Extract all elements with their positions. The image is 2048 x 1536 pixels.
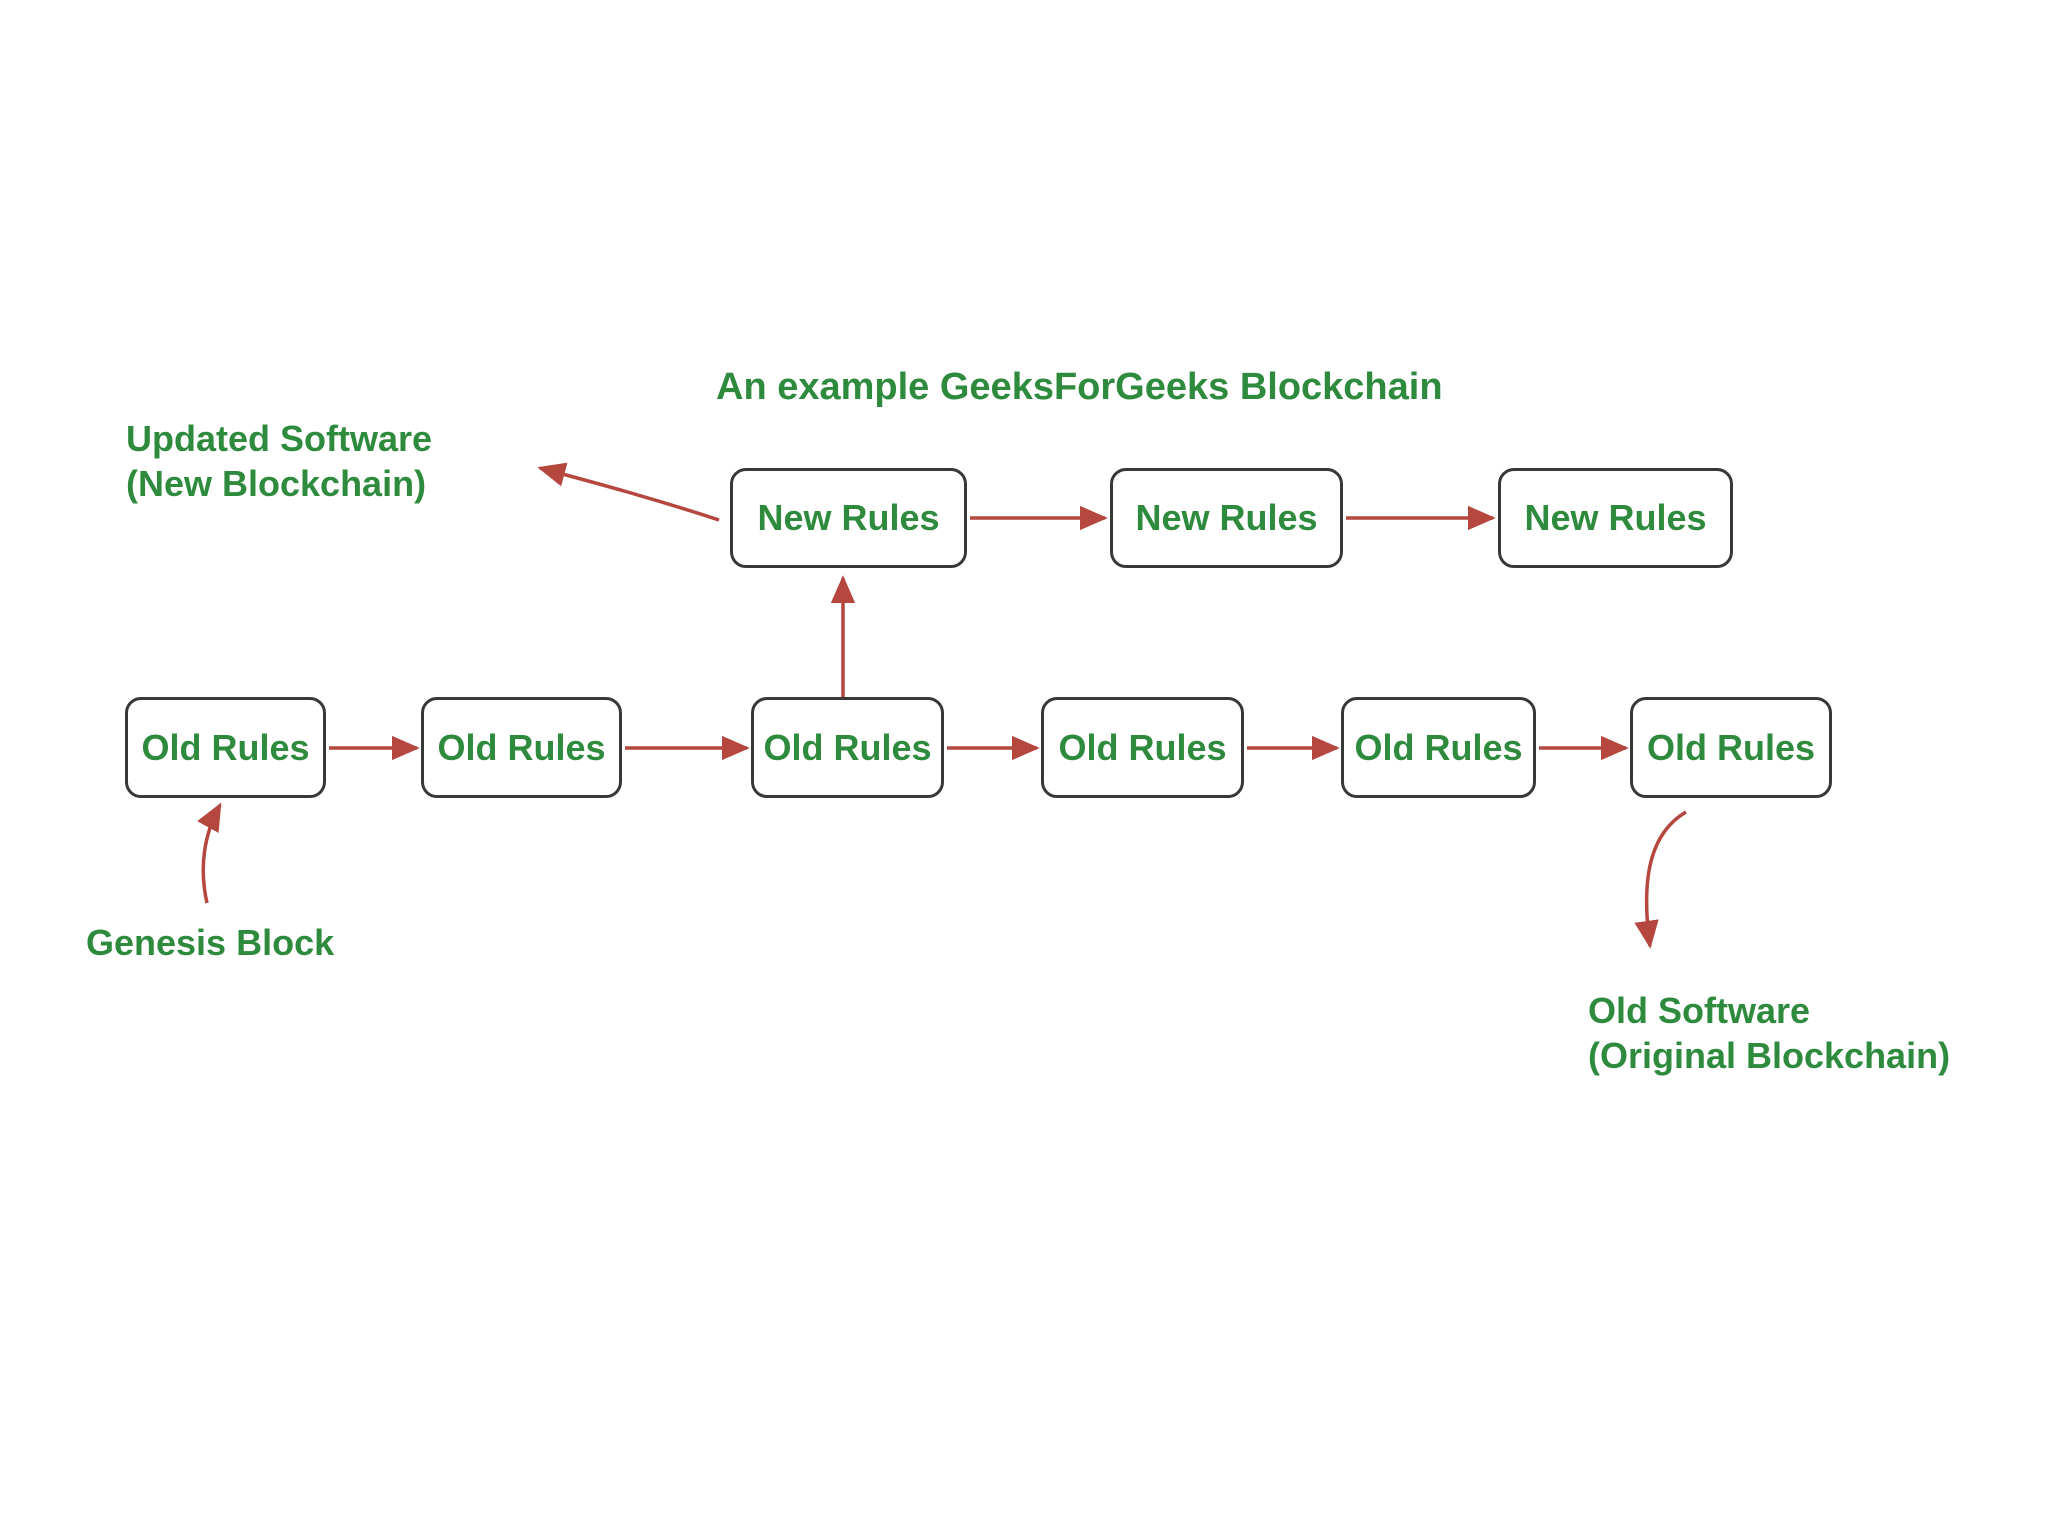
updated-software-line1: Updated Software xyxy=(126,418,433,459)
old-rules-block-6: Old Rules xyxy=(1630,697,1832,798)
old-rules-block-1: Old Rules xyxy=(125,697,326,798)
new-rules-block-1: New Rules xyxy=(730,468,967,568)
arrow-updated-software-pointer xyxy=(537,462,720,522)
new-rules-block-2: New Rules xyxy=(1110,468,1343,568)
old-software-line1: Old Software xyxy=(1588,990,1811,1031)
genesis-block-label: Genesis Block xyxy=(86,922,335,963)
updated-software-label: Updated Software (New Blockchain) xyxy=(126,416,432,506)
old-software-label: Old Software (Original Blockchain) xyxy=(1588,988,1950,1078)
old-rules-block-4: Old Rules xyxy=(1041,697,1244,798)
old-rules-block-2: Old Rules xyxy=(421,697,622,798)
old-rules-block-5: Old Rules xyxy=(1341,697,1536,798)
new-rules-block-3: New Rules xyxy=(1498,468,1733,568)
diagram-title: An example GeeksForGeeks Blockchain xyxy=(716,366,1443,408)
old-rules-block-3: Old Rules xyxy=(751,697,944,798)
updated-software-line2: (New Blockchain) xyxy=(126,463,427,504)
arrow-old-software-pointer xyxy=(1634,810,1687,949)
arrow-genesis-pointer xyxy=(197,802,222,904)
old-software-line2: (Original Blockchain) xyxy=(1588,1035,1951,1076)
